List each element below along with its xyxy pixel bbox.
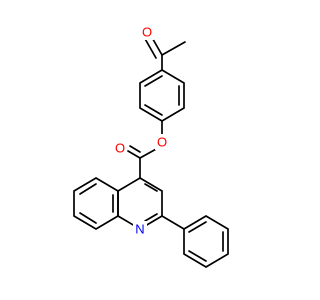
phenyl-double-3 (188, 250, 207, 262)
benzo-double-1 (79, 183, 97, 195)
atom-label-carbonyl-oxygen: O (115, 141, 125, 156)
ring-acetylphenyl (139, 69, 185, 122)
quinoline-double-1 (144, 183, 158, 192)
phenyl-double-1 (188, 221, 207, 233)
bond-carbonyl-double-b (129, 145, 141, 153)
benzo-double-2 (79, 212, 97, 224)
molecule-diagram: O O O N (73, 24, 229, 268)
quinoline-double-2 (144, 213, 158, 222)
atom-label-quinoline-nitrogen: N (135, 222, 144, 237)
ring-acetylphenyl-double-1 (144, 75, 163, 87)
atom-label-ester-oxygen: O (157, 135, 167, 150)
ring-acetylphenyl-double-3 (144, 104, 163, 116)
atom-label-ketone-oxygen: O (142, 25, 152, 40)
ring-phenyl (183, 215, 229, 268)
bond-carbonyl-double-a (127, 150, 141, 159)
bond-acetyl-methyl (161, 41, 186, 56)
structure-canvas: O O O N (73, 24, 229, 268)
bond-quinoline-phenyl (161, 215, 185, 230)
ring-quinoline-benzo (73, 177, 119, 230)
bond-acetyl-carbonyl-b (143, 36, 157, 59)
